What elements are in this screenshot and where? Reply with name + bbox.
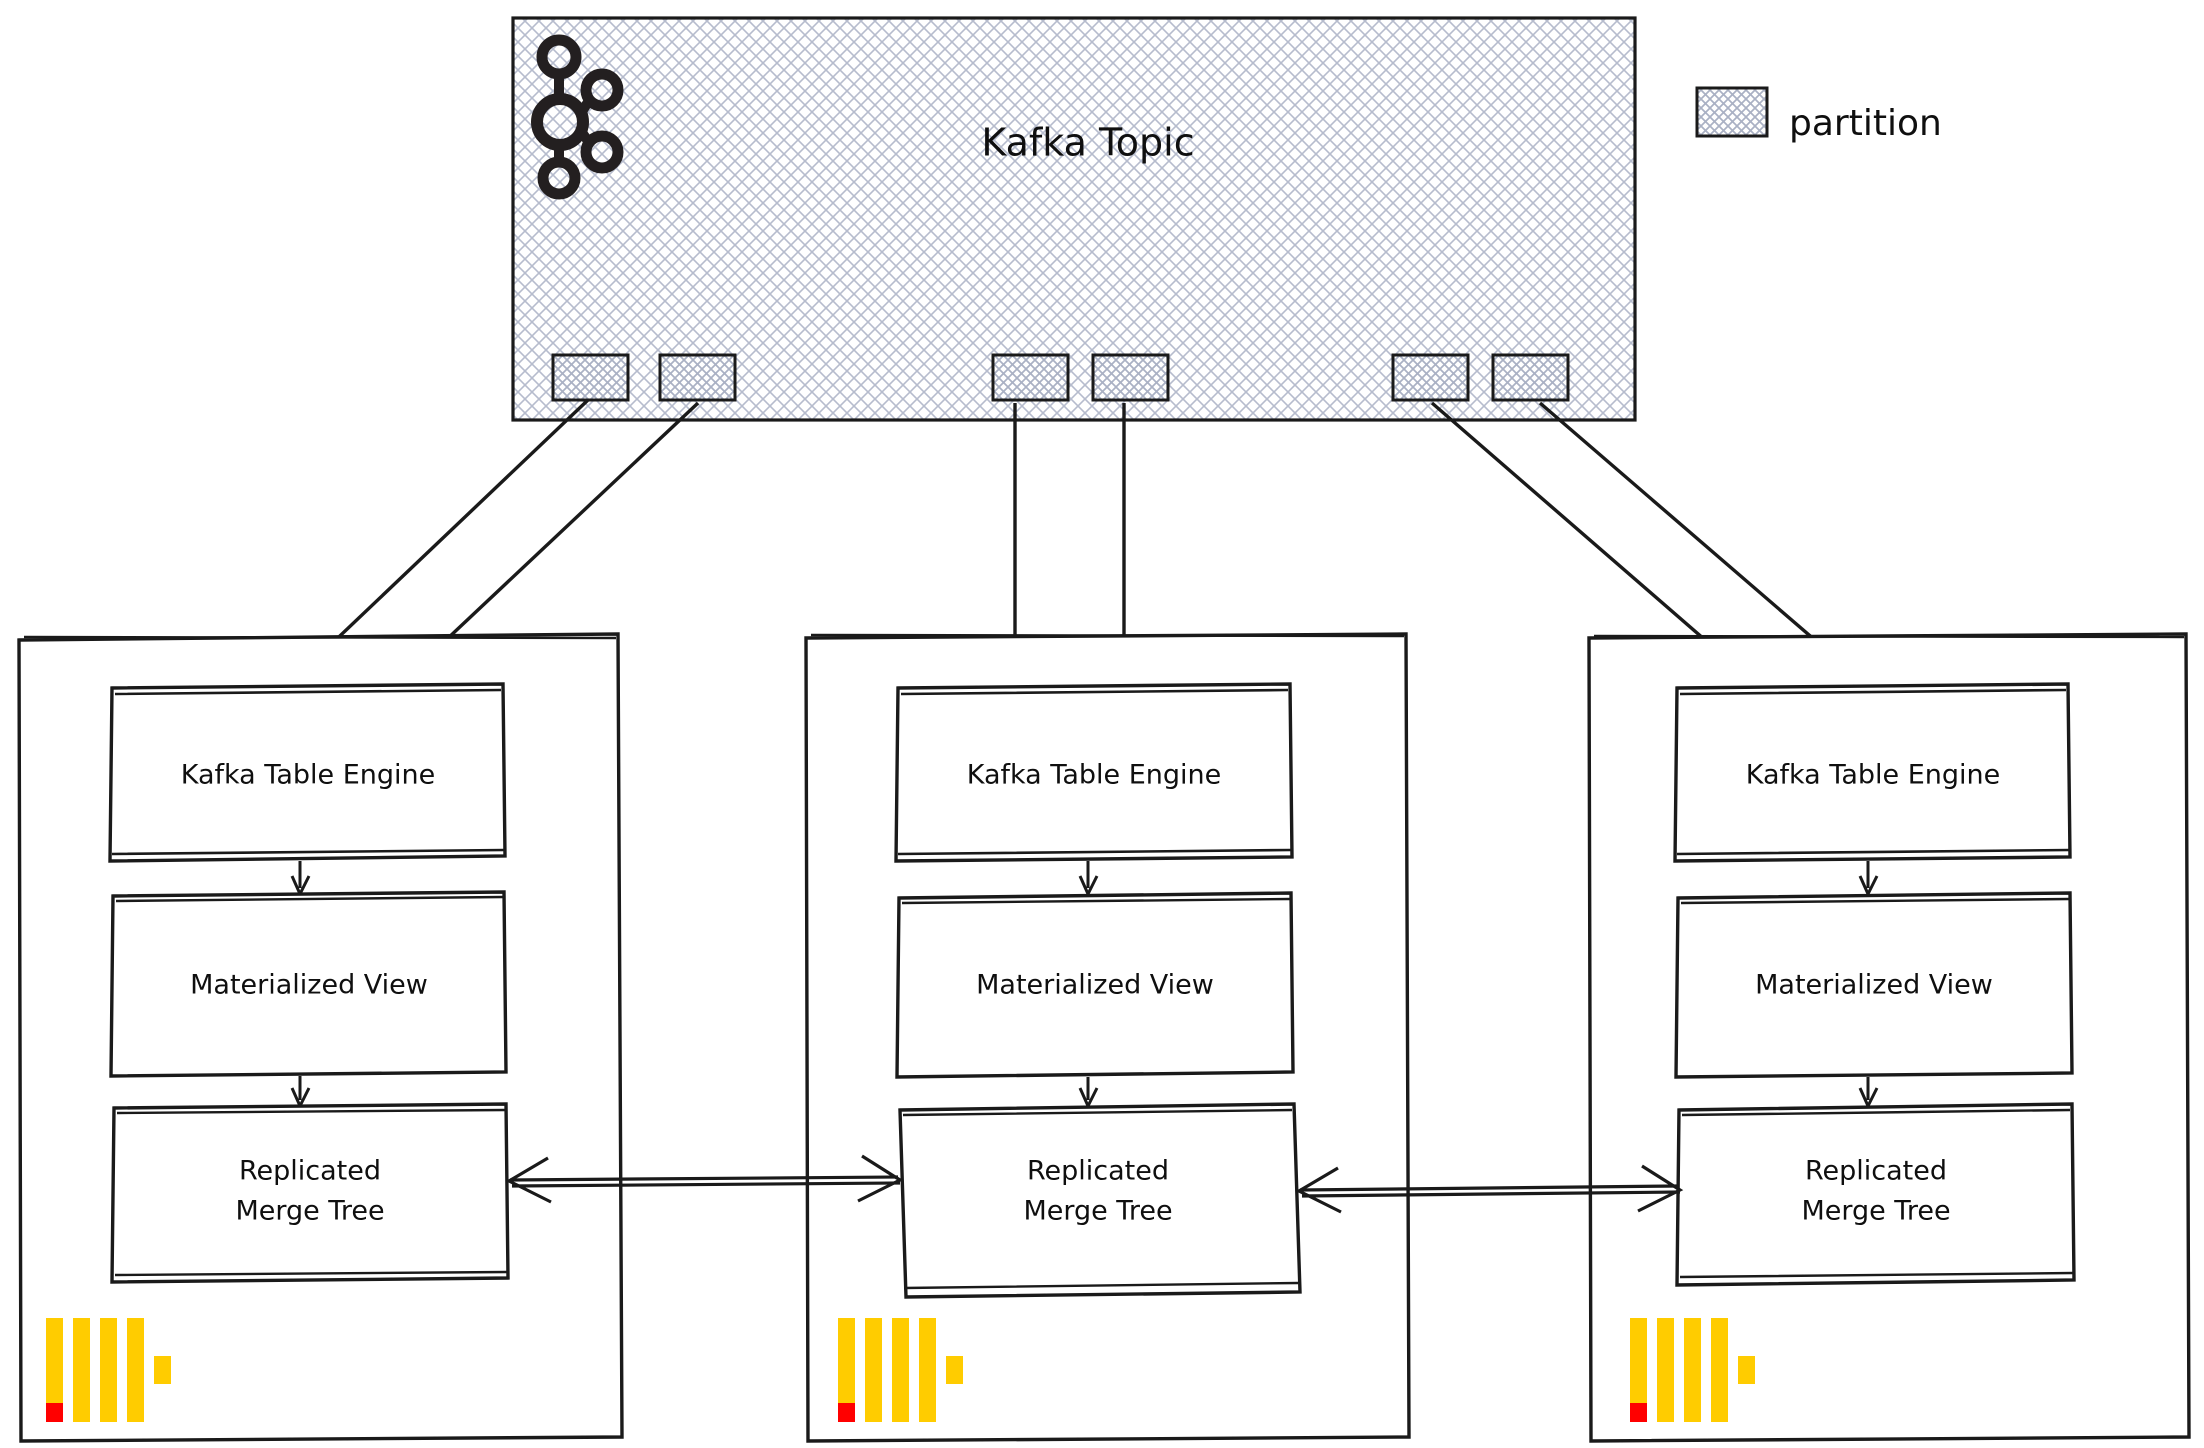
legend-label: partition bbox=[1789, 103, 1942, 144]
replicated-merge-tree-label-line2: Merge Tree bbox=[1801, 1196, 1950, 1227]
kafka-table-engine-label: Kafka Table Engine bbox=[967, 760, 1222, 791]
kafka-table-engine-box[interactable]: Kafka Table Engine bbox=[108, 682, 507, 863]
kafka-table-engine-box[interactable]: Kafka Table Engine bbox=[894, 682, 1294, 863]
kafka-table-engine-label: Kafka Table Engine bbox=[181, 760, 436, 791]
materialized-view-label: Materialized View bbox=[1755, 970, 1993, 1001]
replicated-merge-tree-label-line2: Merge Tree bbox=[1023, 1196, 1172, 1227]
clickhouse-logo bbox=[46, 1318, 171, 1422]
partition-swatch-icon bbox=[1695, 86, 1769, 138]
replicated-merge-tree-box[interactable]: Replicated Merge Tree bbox=[1675, 1102, 2076, 1287]
clickhouse-logo bbox=[1630, 1318, 1755, 1422]
clickhouse-node-2: Kafka Table Engine Materialized View Rep… bbox=[804, 632, 1411, 1443]
replicated-merge-tree-label-line1: Replicated bbox=[1027, 1156, 1169, 1187]
clickhouse-node-3: Kafka Table Engine Materialized View Rep… bbox=[1587, 632, 2191, 1443]
replicated-merge-tree-box[interactable]: Replicated Merge Tree bbox=[110, 1102, 510, 1284]
partition-chip-3[interactable] bbox=[1091, 353, 1170, 402]
replication-link-1-2 bbox=[505, 1154, 904, 1204]
legend: partition bbox=[1695, 86, 1942, 144]
clickhouse-node-1: Kafka Table Engine Materialized View Rep… bbox=[17, 632, 624, 1443]
replicated-merge-tree-box[interactable]: Replicated Merge Tree bbox=[898, 1102, 1302, 1299]
partition-chip-0[interactable] bbox=[551, 353, 630, 402]
kafka-table-engine-box[interactable]: Kafka Table Engine bbox=[1673, 682, 2072, 863]
clickhouse-logo bbox=[838, 1318, 963, 1422]
replicated-merge-tree-label-line1: Replicated bbox=[239, 1156, 381, 1187]
kafka-table-engine-label: Kafka Table Engine bbox=[1746, 760, 2001, 791]
replicated-merge-tree-label-line1: Replicated bbox=[1805, 1156, 1947, 1187]
materialized-view-box[interactable]: Materialized View bbox=[109, 890, 508, 1078]
replication-link-2-3 bbox=[1295, 1164, 1684, 1214]
partition-chip-4[interactable] bbox=[1391, 353, 1470, 402]
kafka-topic-label: Kafka Topic bbox=[981, 121, 1194, 165]
partition-chip-5[interactable] bbox=[1491, 353, 1570, 402]
materialized-view-box[interactable]: Materialized View bbox=[1674, 891, 2074, 1079]
materialized-view-label: Materialized View bbox=[976, 970, 1214, 1001]
replicated-merge-tree-label-line2: Merge Tree bbox=[235, 1196, 384, 1227]
kafka-logo bbox=[531, 34, 624, 200]
partition-chip-1[interactable] bbox=[658, 353, 737, 402]
materialized-view-box[interactable]: Materialized View bbox=[895, 891, 1295, 1079]
kafka-topic-box bbox=[511, 16, 1637, 422]
partition-chip-2[interactable] bbox=[991, 353, 1070, 402]
materialized-view-label: Materialized View bbox=[190, 970, 428, 1001]
